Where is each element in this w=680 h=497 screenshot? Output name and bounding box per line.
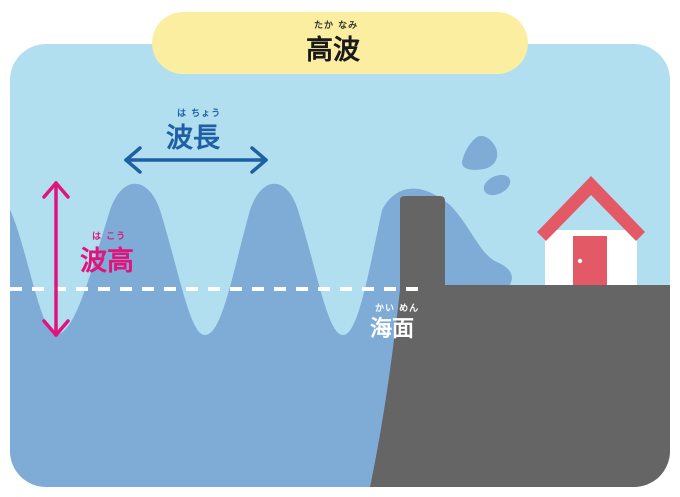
sea-level-ruby: かい めん [375,304,420,314]
door-knob [577,258,583,264]
wavelength-ruby: は ちょう [177,109,222,119]
page-title: 高波 [306,35,360,66]
wave-height-ruby: は こう [92,232,127,242]
title-badge [152,12,528,74]
water-splash [462,135,498,170]
wave-height-label: 波高 [80,246,134,277]
sea-level-label: 海面 [370,317,415,342]
title-ruby: たか なみ [314,21,359,31]
wavelength-label: 波長 [166,123,220,154]
land [368,196,670,487]
water-drop [483,174,511,196]
wavelength-arrow [124,146,268,174]
wave-height-arrow [42,181,70,337]
house-roof [537,176,645,241]
